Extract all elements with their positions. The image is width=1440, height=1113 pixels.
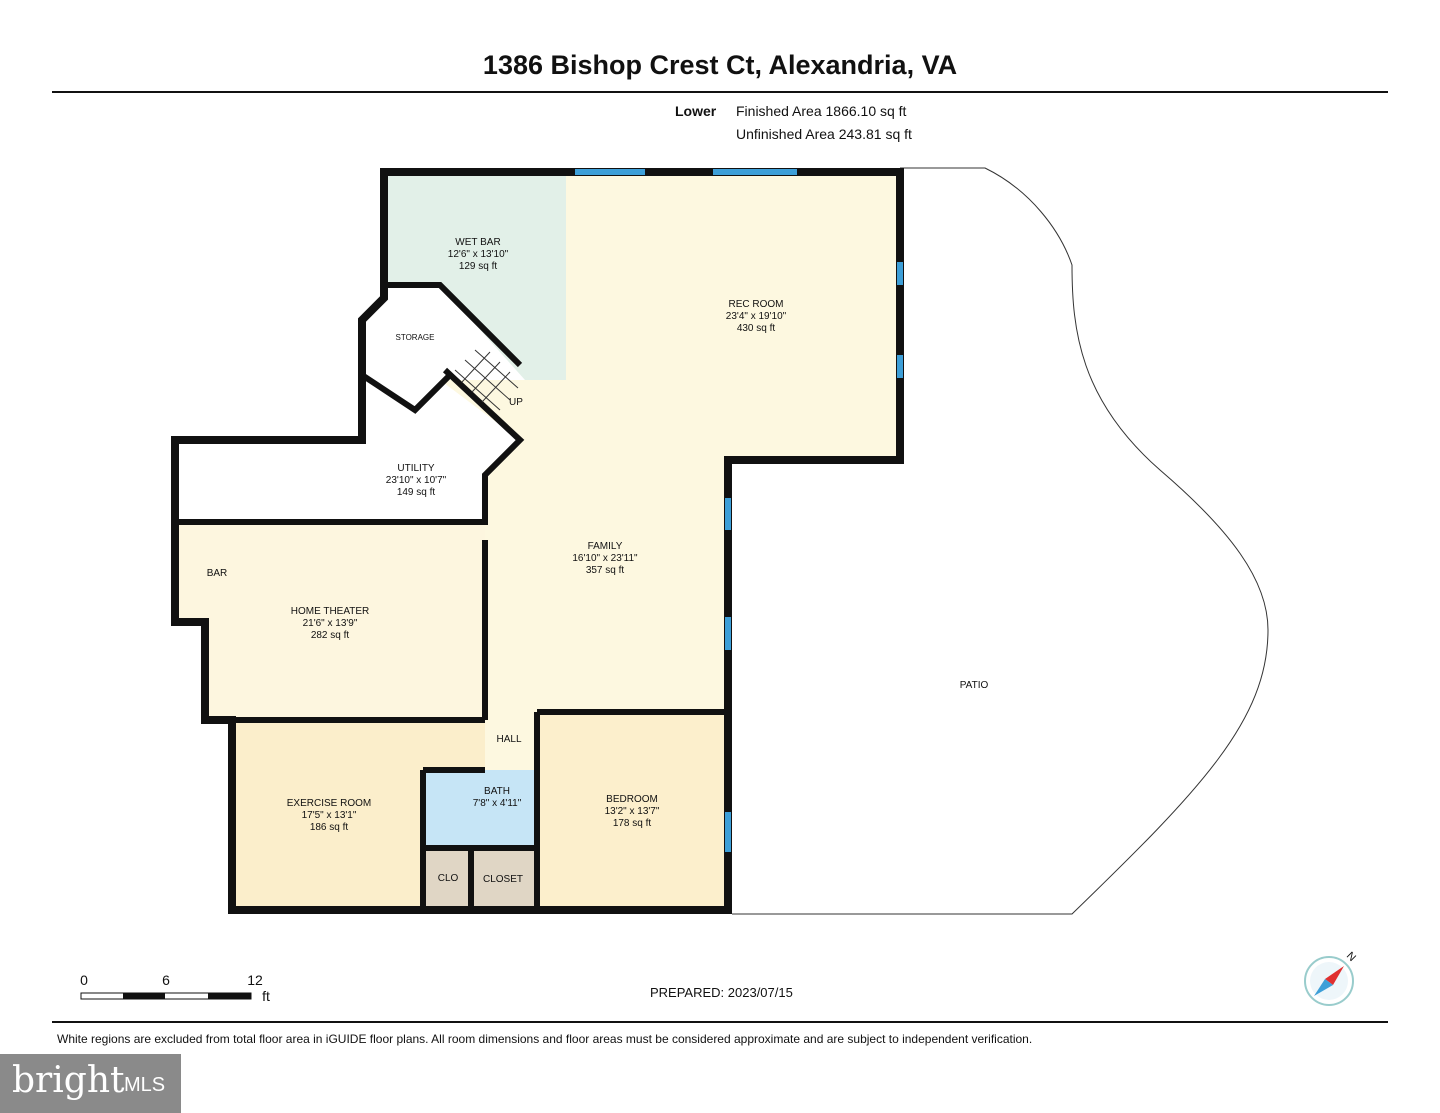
- room-bath: [423, 770, 537, 848]
- closet-name: CLOSET: [483, 874, 523, 885]
- compass-icon: N: [1304, 950, 1358, 1006]
- room-clo: [423, 848, 470, 908]
- bedroom-name: BEDROOM: [606, 794, 658, 805]
- exercise-room-area: 186 sq ft: [310, 822, 349, 833]
- patio-name: PATIO: [960, 680, 989, 691]
- prepared-date: PREPARED: 2023/07/15: [650, 985, 793, 1000]
- unfinished-area: Unfinished Area 243.81 sq ft: [736, 126, 912, 142]
- logo-suffix: MLS: [124, 1074, 166, 1096]
- scale-bar: 0 6 12 ft: [80, 972, 270, 1004]
- bath-name: BATH: [484, 786, 510, 797]
- clo-name: CLO: [438, 873, 459, 884]
- exercise-room-name: EXERCISE ROOM: [287, 798, 371, 809]
- family-area: 357 sq ft: [586, 565, 625, 576]
- scale-tick-6: 6: [162, 972, 170, 988]
- patio-outline: [732, 167, 1269, 915]
- room-home-theater: [175, 522, 485, 718]
- interior-walls: [178, 282, 728, 910]
- stairs-up-label: UP: [509, 397, 523, 408]
- wet-bar-name: WET BAR: [455, 237, 500, 248]
- storage-name: STORAGE: [396, 333, 435, 342]
- hall-name: HALL: [496, 734, 521, 745]
- utility-name: UTILITY: [397, 463, 435, 474]
- family-name: FAMILY: [588, 541, 623, 552]
- disclaimer: White regions are excluded from total fl…: [57, 1032, 1033, 1046]
- rec-room-dims: 23'4" x 19'10": [726, 311, 787, 322]
- bright-mls-logo: bright MLS: [0, 1054, 181, 1113]
- compass-north: N: [1344, 950, 1358, 964]
- bath-dims: 7'8" x 4'11": [473, 798, 522, 809]
- bedroom-dims: 13'2" x 13'7": [605, 806, 660, 817]
- rec-room-name: REC ROOM: [729, 299, 784, 310]
- home-theater-name: HOME THEATER: [291, 606, 370, 617]
- exercise-room-dims: 17'5" x 13'1": [302, 810, 357, 821]
- bar-name: BAR: [207, 568, 228, 579]
- room-rec-family: [440, 172, 900, 718]
- stairs: [454, 349, 519, 411]
- room-wet-bar: [384, 172, 566, 380]
- utility-dims: 23'10" x 10'7": [386, 475, 447, 486]
- logo-brand: bright: [12, 1060, 125, 1101]
- utility-area: 149 sq ft: [397, 487, 436, 498]
- scale-unit: ft: [262, 988, 270, 1004]
- finished-area: Finished Area 1866.10 sq ft: [736, 103, 907, 119]
- footer-divider: [52, 1021, 1388, 1023]
- scale-tick-0: 0: [80, 972, 88, 988]
- level-label: Lower: [675, 103, 717, 119]
- family-dims: 16'10" x 23'11": [572, 553, 638, 564]
- room-hall: [485, 718, 537, 770]
- room-closet: [472, 848, 537, 908]
- header-divider: [52, 91, 1388, 93]
- room-bedroom: [537, 712, 728, 910]
- wet-bar-dims: 12'6" x 13'10": [448, 249, 509, 260]
- bedroom-area: 178 sq ft: [613, 818, 652, 829]
- wet-bar-area: 129 sq ft: [459, 261, 498, 272]
- rec-room-area: 430 sq ft: [737, 323, 776, 334]
- home-theater-dims: 21'6" x 13'9": [303, 618, 358, 629]
- page-title: 1386 Bishop Crest Ct, Alexandria, VA: [482, 50, 958, 80]
- scale-tick-12: 12: [247, 972, 263, 988]
- windows: [575, 169, 903, 852]
- home-theater-area: 282 sq ft: [311, 630, 350, 641]
